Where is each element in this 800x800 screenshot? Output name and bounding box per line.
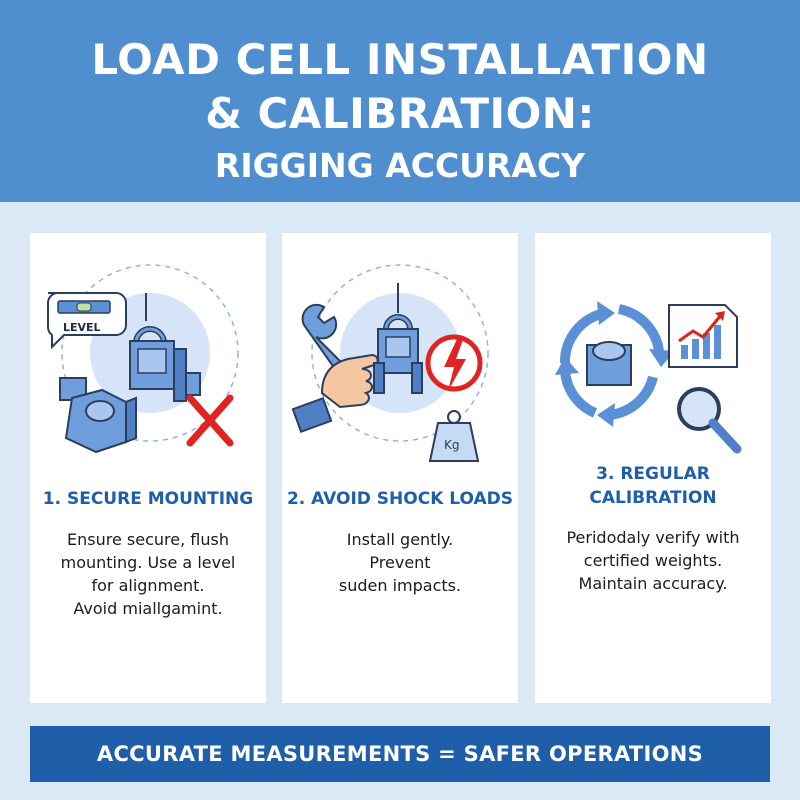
step-1-illustration: LEVEL: [47, 264, 239, 454]
step-1-desc-line: mounting. Use a level: [60, 553, 236, 572]
step-1-desc-line: for alignment.: [91, 576, 205, 595]
step-1-description: Ensure secure, flush mounting. Use a lev…: [40, 528, 256, 620]
load-cell-icon: [129, 326, 201, 402]
wrench-icon: [301, 303, 352, 381]
step-3-title-line: CALIBRATION: [589, 488, 717, 508]
chart-trend-icon: [668, 304, 738, 368]
step-card-avoid-shock-loads: Kg 2. AVOID SHOCK LOADS Install gently. …: [282, 233, 518, 703]
step-3-description: Peridodaly verify with certified weights…: [545, 526, 761, 595]
step-2-desc-line: Install gently.: [346, 530, 454, 549]
step-2-desc-line: Prevent: [369, 553, 431, 572]
step-3-desc-line: Maintain accuracy.: [578, 574, 728, 593]
step-3-title: 3. REGULAR CALIBRATION: [535, 462, 771, 510]
step-3-title-line: 3. REGULAR: [596, 464, 710, 484]
step-2-description: Install gently. Prevent suden impacts.: [292, 528, 508, 597]
step-3-desc-line: Peridodaly verify with: [566, 528, 740, 547]
shackle-icon: [373, 314, 423, 394]
footer-banner: ACCURATE MEASUREMENTS = SAFER OPERATIONS: [30, 726, 770, 782]
hand-icon: [291, 353, 379, 434]
weight-label: Kg: [444, 438, 460, 452]
step-card-regular-calibration: 3. REGULAR CALIBRATION Peridodaly verify…: [535, 233, 771, 703]
page-subtitle: RIGGING ACCURACY: [214, 146, 586, 185]
step-2-title: 2. AVOID SHOCK LOADS: [286, 489, 514, 509]
level-icon: LEVEL: [47, 292, 127, 350]
red-x-icon: [186, 394, 234, 447]
page-title-line-2: & CALIBRATION:: [205, 89, 595, 138]
header-banner: LOAD CELL INSTALLATION & CALIBRATION: RI…: [0, 0, 800, 202]
shackle-icon: [59, 377, 137, 454]
magnifier-icon: [677, 387, 742, 454]
step-3-desc-line: certified weights.: [583, 551, 723, 570]
step-card-secure-mounting: LEVEL 1. SECURE MOUNTING Ensure secure, …: [30, 233, 266, 703]
level-label: LEVEL: [63, 321, 101, 334]
step-1-desc-line: Ensure secure, flush: [67, 530, 229, 549]
page-title-line-1: LOAD CELL INSTALLATION: [91, 35, 709, 84]
weight-icon: Kg: [428, 410, 480, 462]
step-3-illustration: [555, 301, 742, 454]
footer-text: ACCURATE MEASUREMENTS = SAFER OPERATIONS: [96, 742, 704, 766]
step-1-desc-line: Avoid miallgamint.: [73, 599, 223, 618]
step-1-title: 1. SECURE MOUNTING: [42, 489, 254, 509]
load-cell-icon: [586, 341, 632, 386]
step-2-desc-line: suden impacts.: [338, 576, 462, 595]
step-2-illustration: Kg: [291, 264, 489, 462]
lightning-warning-icon: [425, 334, 483, 392]
